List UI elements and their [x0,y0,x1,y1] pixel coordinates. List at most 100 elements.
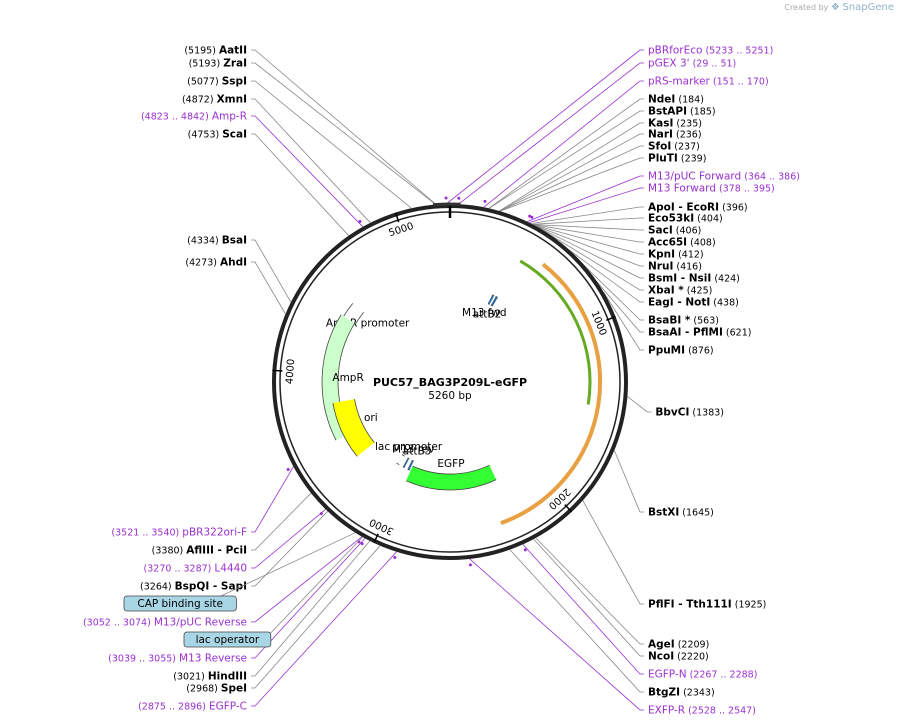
site-label: PluTI (239) [648,153,706,165]
site-pluti: PluTI (239) [648,153,706,165]
tick-mark [564,504,573,513]
feature-outline [412,464,490,475]
site-bspqi-sapi: (3264) BspQI - SapI [140,581,247,593]
site-m13-puc-forward: M13/pUC Forward (364 .. 386) [648,171,800,183]
leader-line [533,224,644,255]
site-ndei: NdeI (184) [648,94,704,106]
outer-arc [519,259,592,405]
leader-line [251,115,364,228]
feature-outline [407,457,410,460]
leader-line [532,224,644,231]
leader-line [251,261,286,315]
site-bbvci: BbvCI (1383) [655,407,724,419]
feature-outline [343,303,354,317]
site-xmni: (4872) XmnI [182,94,247,106]
site-ppumi: PpuMI (876) [648,345,714,357]
site-label: EGFP-N (2267 .. 2288) [648,669,757,681]
leader-line [251,133,349,236]
leader-line [536,226,644,291]
site-label: (2968) SpeI [186,683,247,695]
site-label: (4753) ScaI [188,129,247,141]
leader-line [531,206,644,224]
feature-m13-rev [402,458,410,468]
feature-label: attB3 [403,446,432,458]
feature-label: lac promoter [375,441,443,453]
site-pgex-3-: pGEX 3' (29 .. 51) [648,58,736,70]
site-l4440: (3270 .. 3287) L4440 [144,563,247,575]
leader-line [533,224,644,243]
feature-outline [402,466,405,469]
site-label: (3021) HindIII [173,671,247,683]
leader-line [263,536,363,641]
leader-line [251,492,312,551]
leader-line [529,187,644,223]
site-label: (4273) AhdI [185,257,247,269]
primer-mark [286,468,290,472]
leader-line [560,242,644,321]
site-eagi-noti: EagI - NotI (438) [648,297,739,309]
feature-label: attB2 [473,308,502,320]
site-label: (4334) BsaI [187,235,247,247]
leader-line [532,217,644,225]
primer-mark [530,215,534,219]
outer-feature-arcs [432,202,602,525]
site-agei: AgeI (2209) [648,639,709,651]
feature-outline [396,462,400,466]
feature-outline [495,296,498,298]
site-kpni: KpnI (412) [648,249,704,261]
annotation-label: CAP binding site [137,598,223,610]
feature-label: M13 rev [392,444,435,456]
site-egfp-c: (2875 .. 2896) EGFP-C [138,701,247,713]
site-pbr322ori-f: (3521 .. 3540) pBR322ori-F [111,527,247,539]
feature-lac-promoter [396,454,405,465]
site-label: EXFP-R (2528 .. 2547) [648,705,756,717]
primer-mark [523,548,527,552]
annotation-box [123,595,237,612]
site-label: XbaI * (425) [648,285,712,297]
leader-line [522,544,644,675]
site-m13-reverse: (3039 .. 3055) M13 Reverse [108,653,247,665]
primer-mark [483,199,487,203]
site-exfp-r: EXFP-R (2528 .. 2547) [648,705,756,717]
leader-line [534,225,644,267]
site-label: M13 Forward (378 .. 395) [648,183,775,195]
site-label: Eco53kI (404) [648,213,723,225]
site-hindiii: (3021) HindIII [173,671,247,683]
annotation-label: lac operator [196,634,260,646]
site-ncoi: NcoI (2220) [648,651,709,663]
site-label: PpuMI (876) [648,345,714,357]
site-label: SfoI (237) [648,141,700,153]
site-eco53ki: Eco53kI (404) [648,213,723,225]
site-label: BsmI - NsiI (424) [648,273,740,285]
leader-line [251,80,412,209]
site-egfp-n: EGFP-N (2267 .. 2288) [648,669,757,681]
site-nari: NarI (236) [648,129,702,141]
feature-label: AmpR [332,372,363,384]
feature-ampr-promoter [343,303,364,324]
site-label: KasI (235) [648,118,702,130]
primer-mark [319,512,323,516]
feature-outline [354,399,375,443]
leader-line [251,49,437,205]
site-label: (3264) BspQI - SapI [140,581,247,593]
site-pflfi-tth111i: PflFI - Tth111I (1925) [648,599,766,611]
site-label: NdeI (184) [648,94,704,106]
site-label: (3380) AflIII - PciI [152,545,247,557]
tick-mark [605,315,616,321]
feature-label: M13 fwd [462,307,507,319]
site-label: BsaBI * (563) [648,315,719,327]
leader-line [251,538,366,659]
site-label: KpnI (412) [648,249,704,261]
leader-line [499,157,644,212]
leader-line [526,175,644,222]
site-label: BtgZI (2343) [648,687,715,699]
site-label: (5195) AatII [184,45,247,57]
site-label: EagI - NotI (438) [648,297,739,309]
feature-attb3 [407,460,414,471]
primer-mark [457,196,461,200]
snapgene-logo-icon: ❖ [830,2,840,13]
site-prs-marker: pRS-marker (151 .. 170) [648,76,769,88]
site-bsaai-pflmi: BsaAI - PflMI (621) [648,327,751,339]
leader-line [251,239,292,303]
site-label: PflFI - Tth111I (1925) [648,599,766,611]
